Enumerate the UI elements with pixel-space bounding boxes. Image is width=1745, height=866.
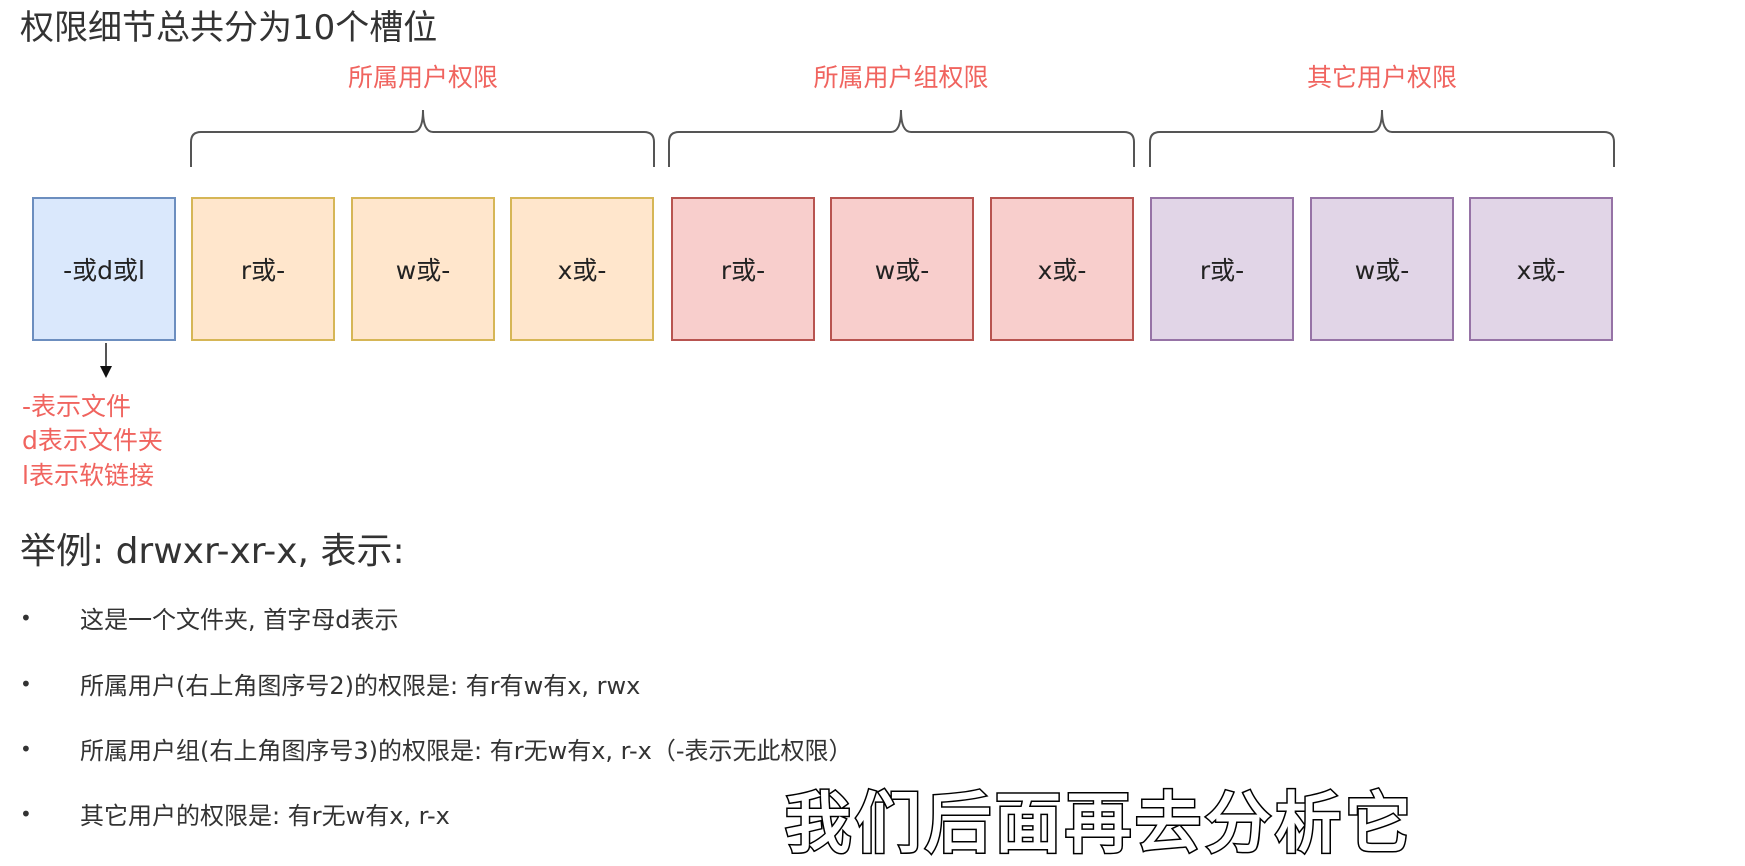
bullet-text: 所属用户组(右上角图序号3)的权限是: 有r无w有x, r-x（-表示无此权限） [80, 737, 853, 765]
bullet-item: • 所属用户(右上角图序号2)的权限是: 有r有w有x, rwx [20, 666, 640, 701]
bullet-dot-icon: • [20, 736, 32, 761]
type-note-link: l表示软链接 [22, 461, 154, 490]
bullet-text: 其它用户的权限是: 有r无w有x, r-x [80, 802, 450, 830]
slot-owner-w: w或- [351, 197, 495, 341]
slot-group-w: w或- [830, 197, 974, 341]
bullet-item: • 其它用户的权限是: 有r无w有x, r-x [20, 796, 450, 831]
video-subtitle: 我们后面再去分析它 [784, 784, 1415, 864]
group-label-owner: 所属用户权限 [347, 63, 498, 92]
type-note-dir: d表示文件夹 [22, 426, 163, 455]
type-note-file: -表示文件 [22, 392, 132, 421]
arrow-head-icon [100, 366, 112, 378]
slot-owner-x: x或- [510, 197, 654, 341]
bullet-item: • 所属用户组(右上角图序号3)的权限是: 有r无w有x, r-x（-表示无此权… [20, 731, 853, 766]
slot-type: -或d或l [32, 197, 176, 341]
bullet-dot-icon: • [20, 801, 32, 826]
bullet-dot-icon: • [20, 671, 32, 696]
slot-group-r: r或- [671, 197, 815, 341]
slot-other-r: r或- [1150, 197, 1294, 341]
brace-owner [190, 109, 655, 167]
braces-and-arrow [100, 109, 1615, 378]
slide-title: 权限细节总共分为10个槽位 [20, 8, 438, 48]
slot-group-x: x或- [990, 197, 1134, 341]
example-heading: 举例: drwxr-xr-x, 表示: [20, 531, 405, 572]
slot-owner-r: r或- [191, 197, 335, 341]
bullet-dot-icon: • [20, 605, 32, 630]
bullet-item: • 这是一个文件夹, 首字母d表示 [20, 600, 399, 635]
group-label-other: 其它用户权限 [1306, 63, 1457, 92]
slot-other-x: x或- [1469, 197, 1613, 341]
bullet-text: 这是一个文件夹, 首字母d表示 [80, 606, 399, 634]
brace-group [668, 109, 1135, 167]
slot-other-w: w或- [1310, 197, 1454, 341]
group-label-group: 所属用户组权限 [813, 63, 989, 92]
brace-other [1149, 109, 1615, 167]
bullet-text: 所属用户(右上角图序号2)的权限是: 有r有w有x, rwx [80, 672, 641, 700]
